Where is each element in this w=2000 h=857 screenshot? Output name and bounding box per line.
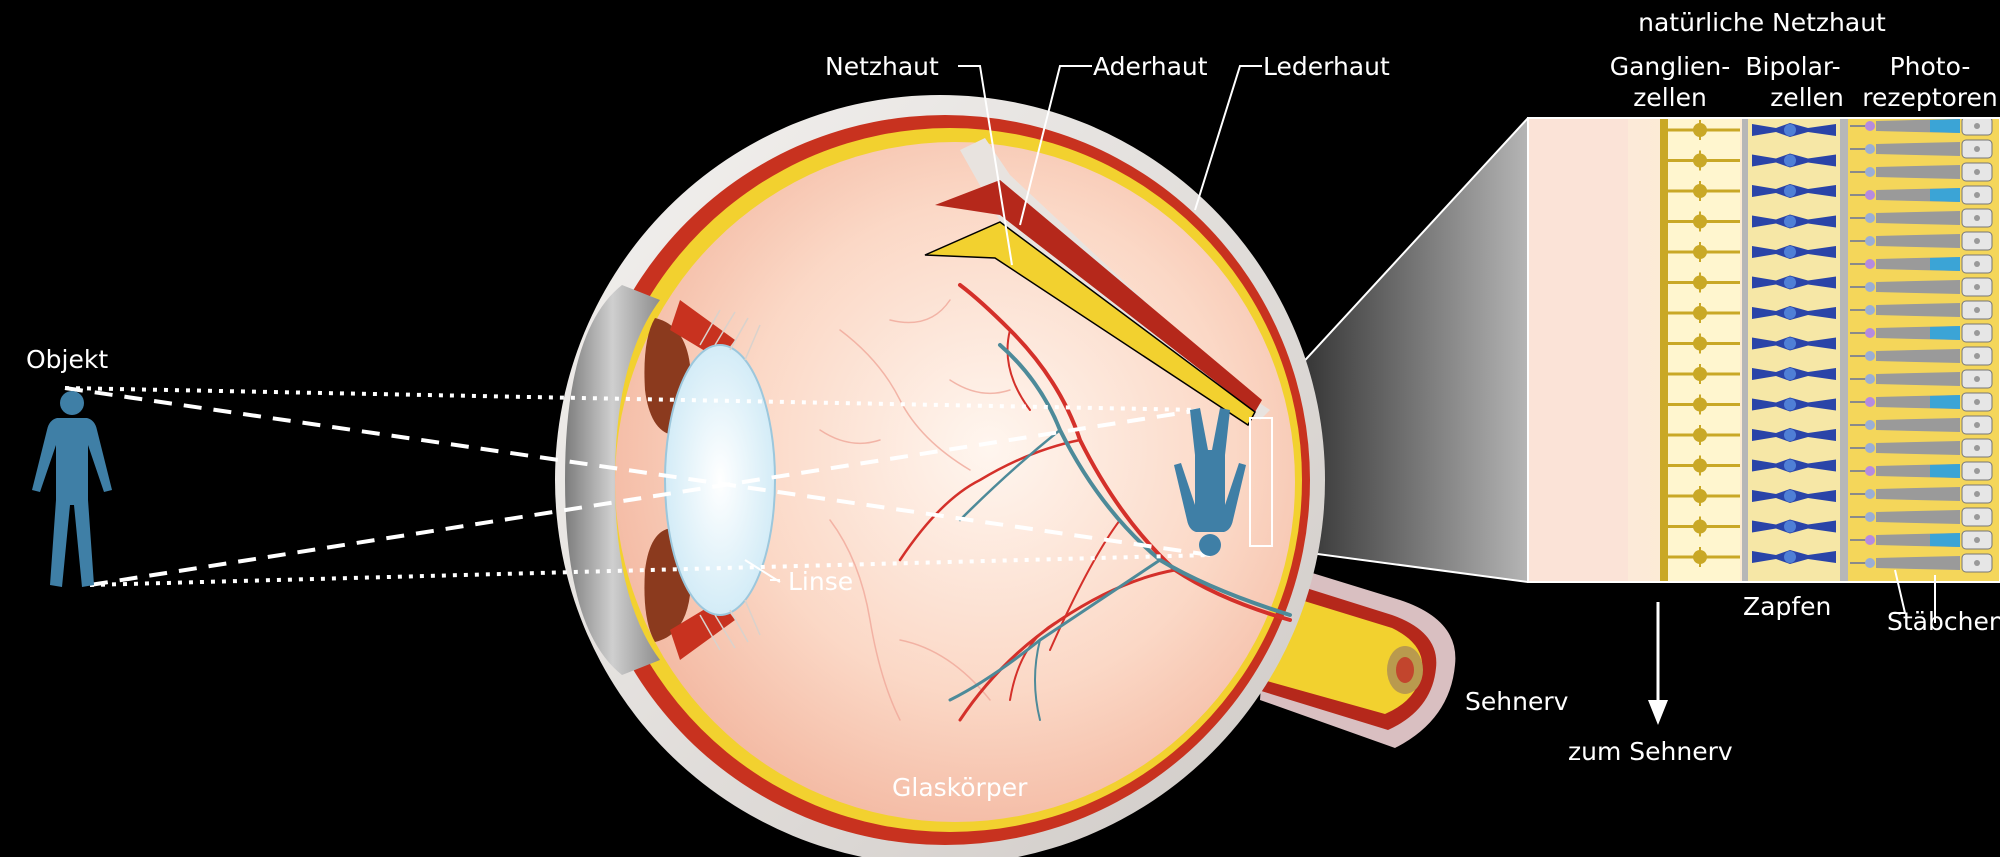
retinal-image-figure [1174, 408, 1246, 556]
retina-panel-frame [1527, 117, 2000, 583]
bipolar-cell [1752, 123, 1836, 137]
ganglion-cell [1668, 211, 1740, 232]
cone-cell [1850, 323, 1993, 343]
bipolar-cell [1752, 489, 1836, 503]
optic-nerve [1256, 560, 1456, 748]
rod-cell [1850, 346, 1993, 366]
ray-dashed-2 [89, 408, 1201, 587]
ray-dashed-1 [64, 386, 1211, 557]
rod-cell [1850, 369, 1993, 389]
ganglion-cell [1668, 516, 1740, 537]
rod-cell [1850, 553, 1993, 573]
ganglion-cell [1668, 547, 1740, 567]
cone-cell [1850, 392, 1993, 412]
ganglion-cell [1668, 455, 1740, 476]
rod-cell [1850, 415, 1993, 435]
bipolar-cell-layer [1748, 118, 1840, 582]
bipolar-cell [1752, 153, 1836, 168]
rod-cell [1850, 231, 1993, 251]
bipolar-cell [1752, 397, 1836, 412]
cone-cell [1850, 530, 1993, 550]
ganglion-cell [1668, 272, 1740, 293]
artery-main [958, 283, 1292, 622]
cornea [565, 285, 660, 675]
bipolar-cell [1752, 306, 1836, 320]
label-sehnerv: Sehnerv [1465, 687, 1569, 716]
cone-cell [1850, 185, 1993, 205]
label-objekt: Objekt [26, 345, 108, 374]
ganglion-cell [1668, 150, 1740, 171]
lens [664, 344, 776, 616]
rod-cell [1850, 139, 1993, 159]
ganglion-cell [1668, 181, 1740, 201]
label-staebchen: Stäbchen [1887, 607, 2000, 636]
bipolar-cell [1752, 275, 1836, 290]
rod-cell [1850, 277, 1993, 297]
label-zapfen: Zapfen [1743, 592, 1831, 621]
label-ganglien-line2: zellen [1633, 83, 1707, 112]
eyeball [555, 95, 1325, 857]
leader-lines [744, 65, 1936, 623]
ganglion-cell-layer [1660, 118, 1740, 582]
retina-panel [1528, 118, 2000, 582]
bipolar-cell [1752, 336, 1836, 351]
label-photo-line1: Photo- [1890, 52, 1971, 81]
rod-cell [1850, 484, 1993, 504]
cone-cell [1850, 461, 1993, 481]
ray-dotted-1 [64, 386, 1201, 412]
cone-cell [1850, 254, 1993, 274]
bipolar-cell [1752, 184, 1836, 198]
ganglion-cell [1668, 364, 1740, 384]
ganglion-cell [1668, 486, 1740, 506]
cone-cell [1850, 118, 1993, 136]
object-figure [32, 391, 112, 587]
bipolar-cell [1752, 428, 1836, 442]
label-ganglien-line1: Ganglien- [1610, 52, 1731, 81]
ganglion-cell [1668, 394, 1740, 415]
blood-vessels [819, 283, 1292, 722]
rod-cell [1850, 208, 1993, 228]
to-optic-nerve-arrow [1648, 602, 1668, 725]
ganglion-cell [1668, 425, 1740, 445]
front-segment [565, 285, 776, 675]
label-zum-sehnerv: zum Sehnerv [1568, 737, 1733, 766]
photoreceptor-layer [1848, 118, 2000, 582]
label-netzhaut: Netzhaut [825, 52, 939, 81]
ganglion-cell [1668, 303, 1740, 323]
bipolar-cell [1752, 458, 1836, 473]
label-bipolar-line1: Bipolar- [1745, 52, 1840, 81]
label-bipolar-line2: zellen [1770, 83, 1844, 112]
bipolar-cell [1752, 245, 1836, 259]
label-photo-line2: rezeptoren [1862, 83, 1998, 112]
label-linse: Linse [788, 567, 853, 596]
rod-cell [1850, 162, 1993, 182]
vein-main [998, 343, 1292, 617]
label-natuerliche-netzhaut: natürliche Netzhaut [1638, 8, 1886, 37]
ganglion-cell [1668, 333, 1740, 354]
rod-cell [1850, 438, 1993, 458]
rod-cell [1850, 507, 1993, 527]
retina-zoom-box [1249, 417, 1273, 547]
label-aderhaut: Aderhaut [1093, 52, 1208, 81]
label-lederhaut: Lederhaut [1263, 52, 1390, 81]
ganglion-cell [1668, 120, 1740, 140]
ganglion-cell [1668, 242, 1740, 262]
bipolar-cell [1752, 367, 1836, 381]
bipolar-cell [1752, 519, 1836, 534]
light-rays [64, 386, 1211, 587]
rod-cell [1850, 300, 1993, 320]
bipolar-cell [1752, 214, 1836, 229]
label-glaskoerper: Glaskörper [892, 773, 1028, 802]
bipolar-cell [1752, 550, 1836, 564]
